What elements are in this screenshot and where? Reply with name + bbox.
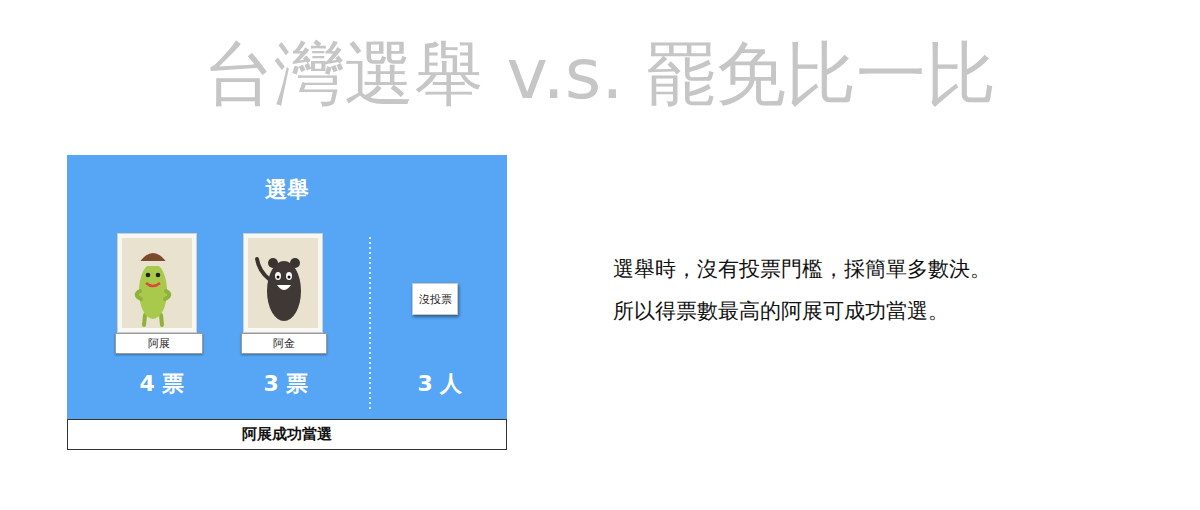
explanation-text: 所以得票數最高的阿展可成功當選。 — [613, 297, 949, 325]
candidate-name: 阿展 — [115, 333, 203, 354]
vote-count: 4 票 — [140, 369, 185, 399]
candidate-card: 阿金 — [241, 233, 327, 354]
result-bar: 阿展成功當選 — [67, 419, 507, 450]
no-vote-text: 沒投票 — [419, 292, 452, 307]
vote-count: 3 票 — [264, 369, 309, 399]
no-vote-box: 沒投票 — [412, 283, 458, 315]
dotted-divider — [365, 235, 375, 415]
panel-heading: 選舉 — [67, 175, 507, 205]
brown-character-photo — [243, 233, 323, 333]
page-title: 台灣選舉 v.s. 罷免比一比 — [0, 28, 1200, 122]
green-character-photo — [117, 233, 197, 333]
result-text: 阿展成功當選 — [242, 425, 332, 444]
non-voter-count: 3 人 — [418, 369, 463, 399]
candidate-card: 阿展 — [115, 233, 203, 354]
candidate-name: 阿金 — [241, 333, 327, 354]
explanation-text: 選舉時，沒有投票門檻，採簡單多數決。 — [613, 255, 991, 283]
